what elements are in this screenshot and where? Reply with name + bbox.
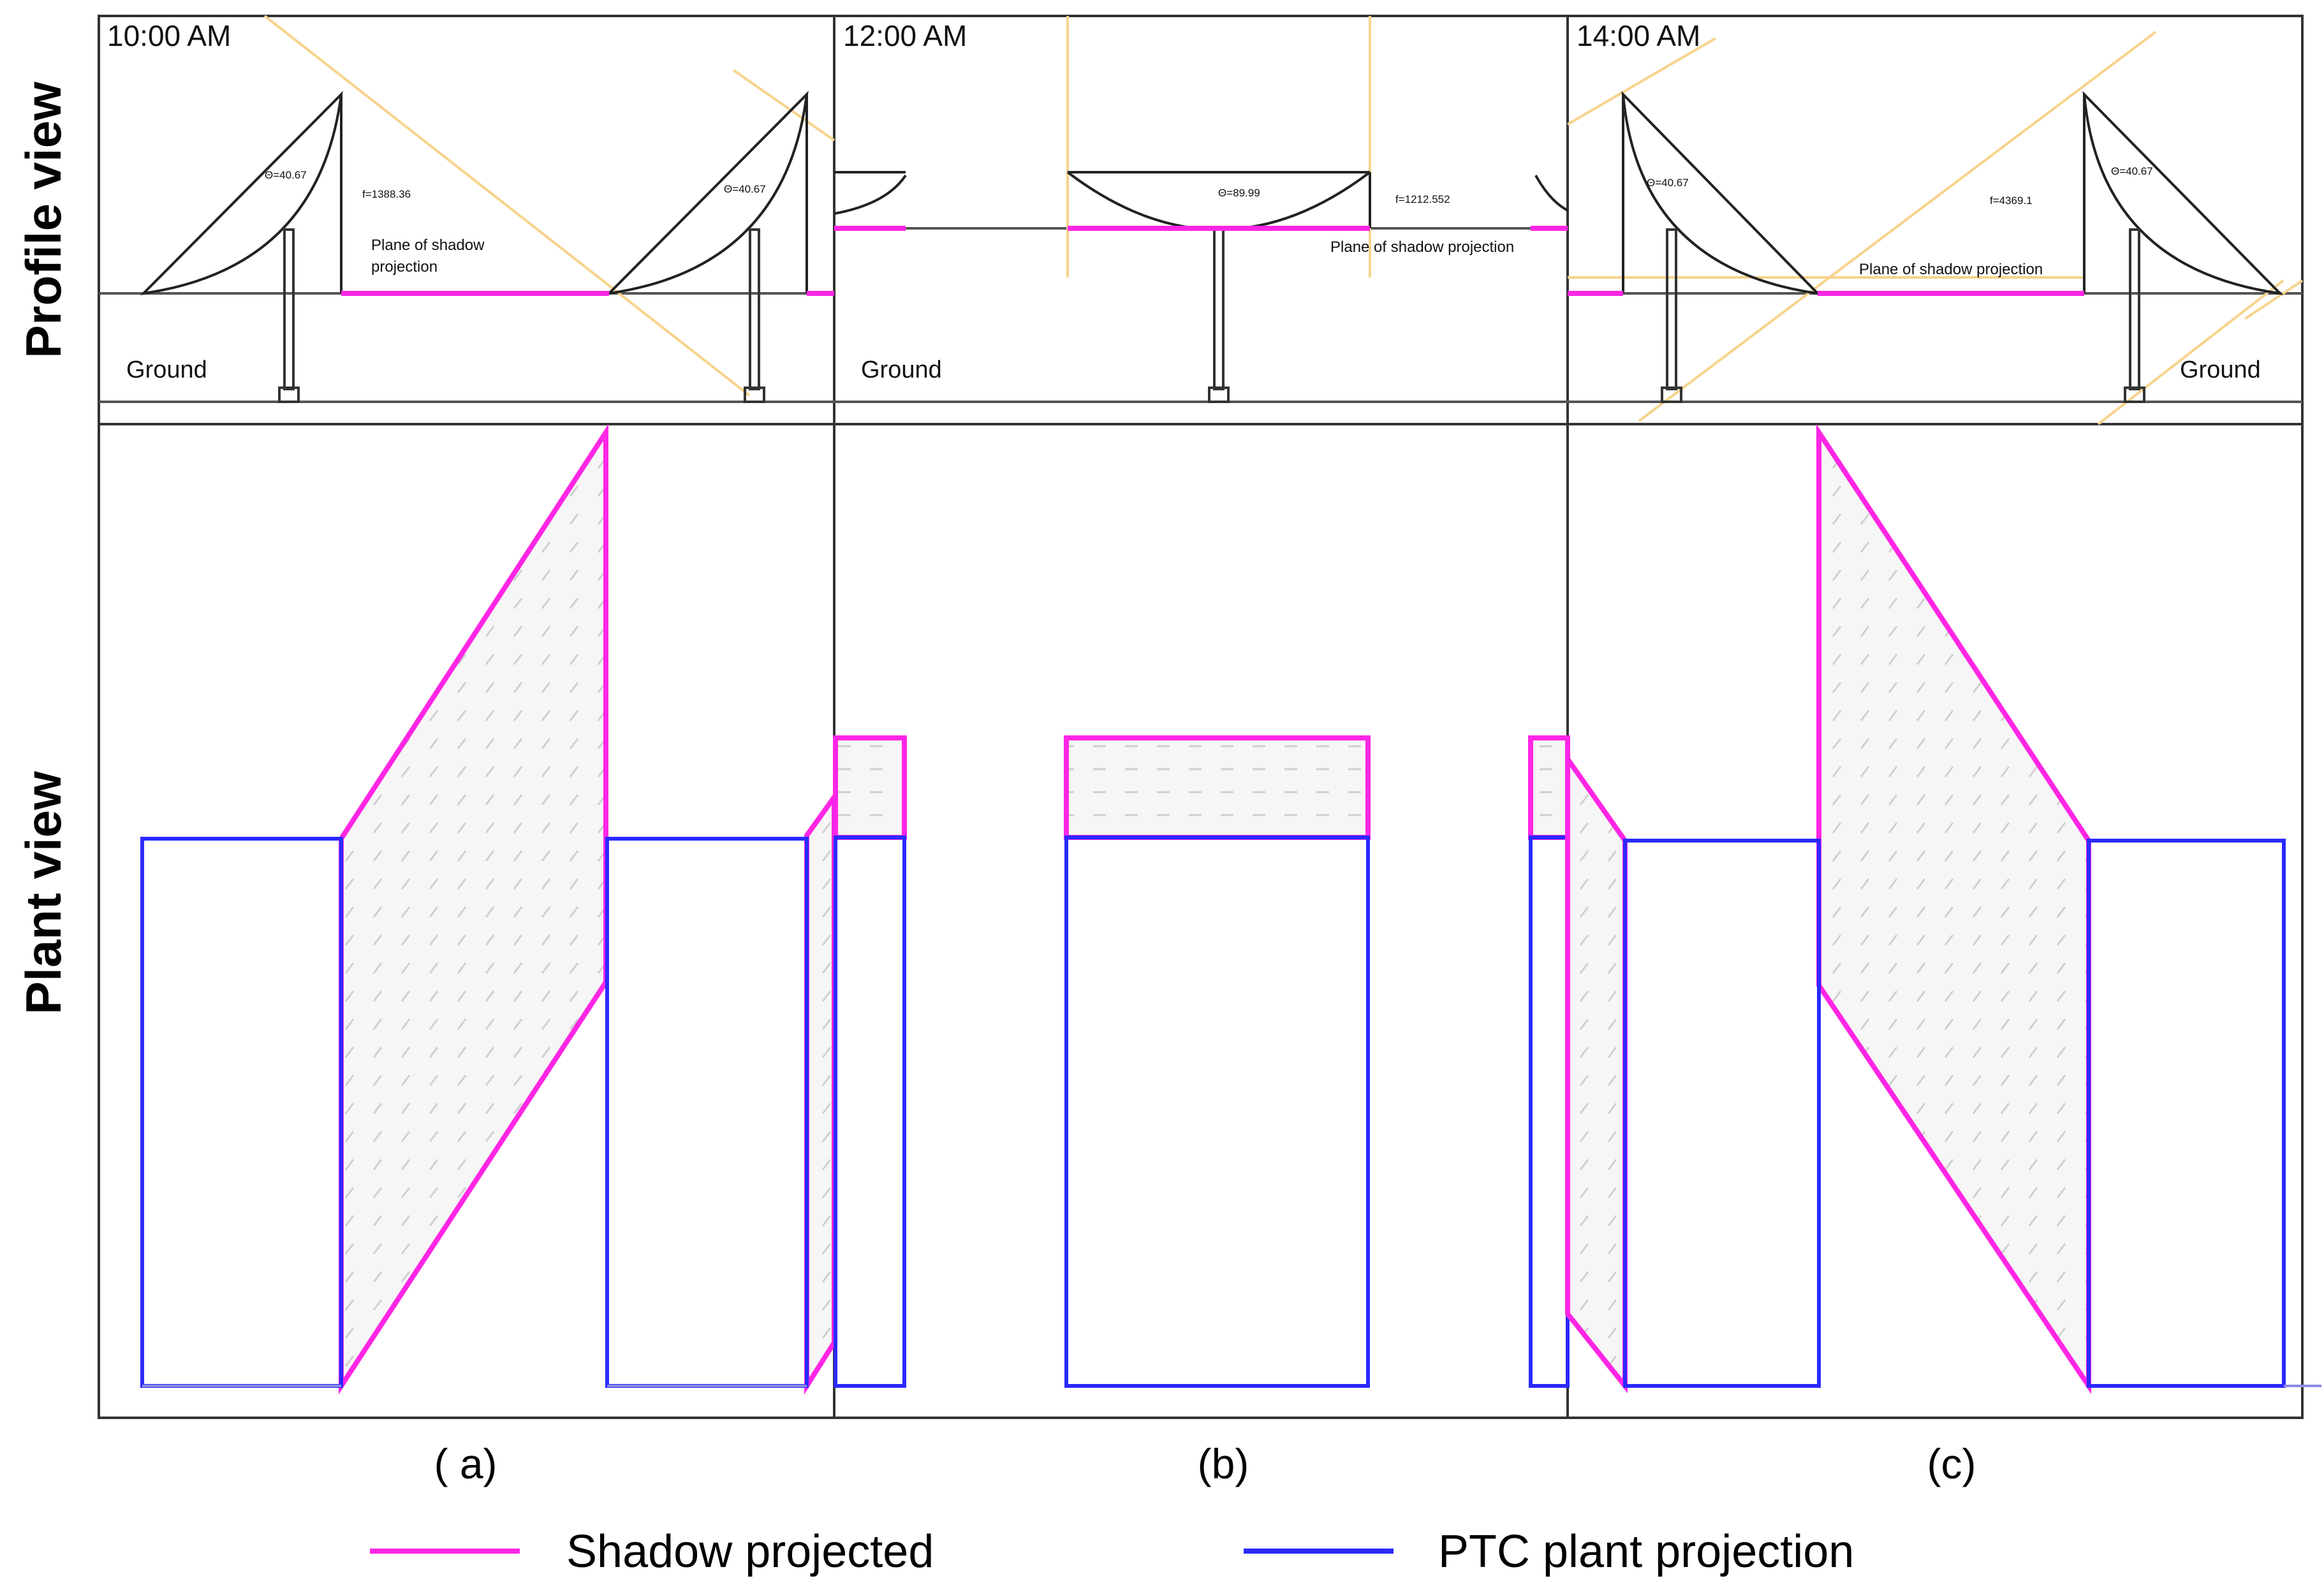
angle-label-c-right: Θ=40.67 [2111, 165, 2153, 177]
plane-label-a-2: projection [371, 258, 438, 276]
sublabel-b: (b) [1198, 1440, 1249, 1487]
ptc-row-a2 [605, 837, 809, 1388]
distance-label-a: f=1388.36 [362, 188, 411, 200]
distance-label-b: f=1212.552 [1395, 193, 1450, 205]
time-label-a: 10:00 AM [107, 19, 231, 52]
shadow-area-b-center [1064, 735, 1371, 840]
profile-panel-b: 12:00 AM Ground Θ=89.99 f=1212.552 Plane… [834, 16, 1568, 403]
time-label-b: 12:00 AM [843, 19, 967, 52]
collector-a-left [140, 91, 343, 403]
plane-label-c: Plane of shadow projection [1859, 261, 2043, 278]
ground-label-b: Ground [861, 357, 942, 383]
collector-b-right-partial [1534, 175, 1568, 212]
shadow-area-c-left [1565, 751, 1628, 1394]
ground-label-a: Ground [126, 357, 207, 383]
ptc-row-a1 [140, 837, 343, 1388]
collector-c-right [2082, 91, 2284, 403]
profile-view-label: Profile view [15, 82, 71, 358]
ptc-row-b1 [834, 835, 906, 1388]
ptc-row-c2 [2087, 839, 2286, 1388]
collector-b-center [1066, 171, 1371, 403]
plant-panel-b [833, 735, 1570, 1388]
plane-label-b: Plane of shadow projection [1330, 239, 1514, 256]
shadow-area-b-right [1528, 735, 1570, 840]
shadow-area-a-right [804, 789, 837, 1395]
sublabel-a: ( a) [434, 1440, 497, 1487]
profile-panel-a: 10:00 AM Ground Θ=40.67 Θ=40.67 f=1388.3… [99, 15, 835, 403]
collector-a-right [605, 91, 809, 403]
legend-label-shadow: Shadow projected [566, 1526, 934, 1577]
collector-b-left-partial [834, 174, 907, 215]
plant-panel-a [140, 423, 837, 1395]
angle-label-a-right: Θ=40.67 [724, 183, 766, 195]
sublabel-c: (c) [1927, 1440, 1976, 1487]
angle-label-c-left: Θ=40.67 [1647, 177, 1689, 189]
profile-panel-c: 14:00 AM Ground Θ=40.67 Θ=40.67 f=4369.1… [1566, 19, 2304, 425]
shadow-area-c [1816, 423, 2091, 1395]
distance-label-c: f=4369.1 [1990, 195, 2033, 207]
ptc-row-b3 [1529, 835, 1570, 1388]
ground-label-c: Ground [2180, 357, 2261, 383]
angle-label-b: Θ=89.99 [1218, 187, 1260, 199]
plane-label-a-1: Plane of shadow [371, 237, 485, 254]
legend: Shadow projected PTC plant projection [370, 1526, 1854, 1577]
plant-view-label: Plant view [15, 771, 71, 1015]
plant-panel-c [1565, 423, 2321, 1395]
time-label-c: 14:00 AM [1577, 19, 1700, 52]
collector-c-left [1621, 91, 1821, 403]
angle-label-a-left: Θ=40.67 [265, 169, 307, 181]
ptc-row-b2 [1064, 835, 1370, 1388]
shadow-area-b-left [833, 735, 907, 840]
ptc-row-c1 [1623, 839, 1821, 1388]
shadow-area-a [339, 423, 608, 1395]
legend-label-ptc: PTC plant projection [1438, 1526, 1854, 1577]
